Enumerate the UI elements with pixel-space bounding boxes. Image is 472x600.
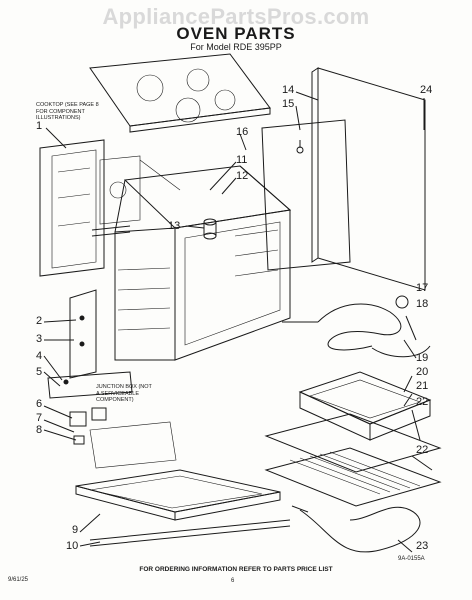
watermark: AppliancePartsPros.com — [102, 4, 370, 29]
callout-24: 24 — [420, 84, 433, 96]
footer-code-left: 9/61/25 — [8, 577, 29, 583]
side-panel — [39, 139, 181, 277]
leader-lines — [43, 91, 433, 553]
ordering-instruction: FOR ORDERING INFORMATION REFER TO PARTS … — [139, 566, 333, 573]
drawer-panel — [75, 469, 291, 547]
callout-4: 4 — [36, 350, 43, 362]
cooktop-note: COOKTOP (SEE PAGE 8 FOR COMPONENT ILLUST… — [36, 102, 99, 121]
control-components — [47, 371, 177, 469]
oven-cavity — [114, 165, 292, 361]
bottom-element — [291, 505, 421, 553]
heating-elements — [282, 295, 431, 358]
callout-10: 10 — [66, 540, 79, 552]
callout-17: 17 — [416, 282, 429, 294]
callout-22-lower: 22 — [416, 444, 429, 456]
callout-1: 1 — [36, 120, 43, 132]
callout-14: 14 — [282, 84, 295, 96]
callout-2: 2 — [36, 315, 43, 327]
callout-16: 16 — [236, 126, 249, 138]
callout-13: 13 — [168, 220, 181, 232]
callout-3: 3 — [36, 333, 43, 345]
page-title: OVEN PARTS — [176, 24, 296, 43]
page-number: 6 — [231, 578, 235, 584]
callout-21: 21 — [416, 380, 429, 392]
callout-22: 22 — [416, 396, 429, 408]
callout-5: 5 — [36, 366, 43, 378]
callout-6: 6 — [36, 398, 43, 410]
broiler-pan — [298, 371, 432, 441]
callout-11: 11 — [236, 154, 248, 166]
callout-23: 23 — [416, 540, 429, 552]
oven-racks — [264, 413, 442, 507]
callout-12: 12 — [236, 170, 249, 182]
mounting-brackets — [69, 225, 131, 379]
callout-15: 15 — [282, 98, 295, 110]
callout-20: 20 — [416, 366, 429, 378]
footer-code-right: 9A-0155A — [398, 556, 425, 562]
callout-7: 7 — [36, 412, 43, 424]
rear-panel-assembly — [261, 67, 426, 291]
callout-19: 19 — [416, 352, 429, 364]
cooktop-panel — [89, 53, 271, 133]
callout-9: 9 — [72, 524, 79, 536]
callout-18: 18 — [416, 298, 429, 310]
junction-box-note: JUNCTION BOX (NOT A SERVICEABLE COMPONEN… — [96, 384, 152, 403]
model-subtitle: For Model RDE 395PP — [190, 42, 282, 52]
callout-8: 8 — [36, 424, 43, 436]
